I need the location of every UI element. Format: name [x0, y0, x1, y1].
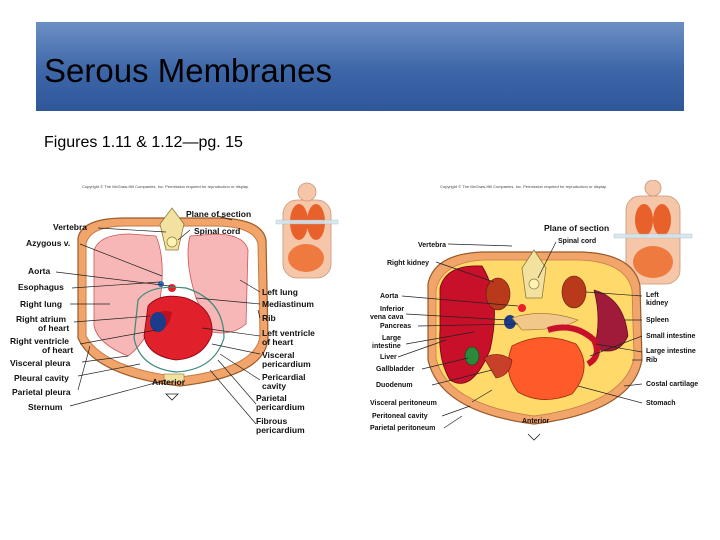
label-left-lung: Left lung [262, 287, 298, 297]
anterior-arrow-right [527, 433, 541, 441]
label-pericardial-cavity-2: cavity [262, 381, 286, 391]
label-right-lung: Right lung [20, 299, 62, 309]
leader-lines-right [397, 241, 643, 429]
title-bar [36, 22, 684, 111]
label-stomach: Stomach [646, 400, 676, 407]
copyright-left: Copyright © The McGraw-Hill Companies, I… [82, 184, 249, 189]
label-large-intestine-left-2: intestine [372, 343, 401, 350]
slide-subtitle: Figures 1.11 & 1.12—pg. 15 [44, 134, 243, 151]
label-visceral-pericardium-2: pericardium [262, 359, 311, 369]
label-pancreas: Pancreas [380, 323, 411, 330]
slide-title: Serous Membranes [44, 52, 332, 89]
label-spinal-cord: Spinal cord [194, 226, 240, 236]
torso-silhouette-left [275, 182, 339, 279]
label-liver: Liver [380, 354, 397, 361]
label-large-intestine-right: Large intestine [646, 348, 696, 355]
label-right-ventricle: Right ventricle [10, 336, 69, 346]
label-left-ventricle: Left ventricle [262, 328, 315, 338]
thorax-cross-section-figure: Copyright © The McGraw-Hill Companies, I… [10, 182, 339, 435]
label-fibrous-pericardium-2: pericardium [256, 425, 305, 435]
label-right-ventricle-2: of heart [42, 345, 73, 355]
label-visceral-pleura: Visceral pleura [10, 358, 71, 368]
label-parietal-pericardium: Parietal [256, 393, 287, 403]
label-peritoneal-cavity: Peritoneal cavity [372, 413, 428, 420]
label-gallbladder: Gallbladder [376, 366, 415, 373]
label-duodenum: Duodenum [376, 382, 413, 389]
label-rib: Rib [646, 357, 657, 364]
label-ivc: Inferior [380, 306, 404, 313]
label-spleen: Spleen [646, 317, 669, 324]
label-spinal-cord: Spinal cord [558, 238, 596, 245]
label-anterior: Anterior [522, 418, 550, 425]
label-aorta: Aorta [380, 293, 398, 300]
label-small-intestine: Small intestine [646, 333, 696, 340]
label-pericardial-cavity: Pericardial [262, 372, 305, 382]
label-left-kidney: Left [646, 292, 660, 299]
label-anterior: Anterior [152, 377, 186, 387]
label-right-kidney: Right kidney [387, 260, 429, 267]
label-fibrous-pericardium: Fibrous [256, 416, 287, 426]
label-parietal-pericardium-2: pericardium [256, 402, 305, 412]
label-pleural-cavity: Pleural cavity [14, 373, 69, 383]
label-mediastinum: Mediastinum [262, 299, 314, 309]
anterior-arrow-left [165, 393, 179, 401]
thorax-section [77, 207, 269, 387]
copyright-right: Copyright © The McGraw-Hill Companies, I… [440, 184, 607, 189]
label-left-ventricle-2: of heart [262, 337, 293, 347]
label-parietal-pleura: Parietal pleura [12, 387, 71, 397]
label-aorta: Aorta [28, 266, 50, 276]
label-plane-of-section: Plane of section [186, 209, 251, 219]
label-right-atrium: Right atrium [16, 314, 66, 324]
label-parietal-peritoneum: Parietal peritoneum [370, 425, 435, 432]
label-right-atrium-2: of heart [38, 323, 69, 333]
leader-lines-left [55, 215, 261, 425]
abdomen-cross-section-figure: Copyright © The McGraw-Hill Companies, I… [370, 180, 698, 441]
label-left-kidney-2: kidney [646, 300, 668, 307]
label-sternum: Sternum [28, 402, 63, 412]
label-visceral-peritoneum: Visceral peritoneum [370, 400, 437, 407]
label-plane-of-section: Plane of section [544, 223, 609, 233]
label-visceral-pericardium: Visceral [262, 350, 294, 360]
label-rib: Rib [262, 313, 276, 323]
label-ivc-2: vena cava [370, 314, 404, 321]
label-costal-cartilage: Costal cartilage [646, 381, 698, 388]
label-vertebra: Vertebra [53, 222, 87, 232]
label-azygous: Azygous v. [26, 238, 70, 248]
label-esophagus: Esophagus [18, 282, 64, 292]
torso-silhouette-right [613, 180, 693, 285]
label-large-intestine-left: Large [382, 335, 401, 342]
abdomen-section [427, 249, 643, 425]
label-vertebra: Vertebra [418, 242, 446, 249]
